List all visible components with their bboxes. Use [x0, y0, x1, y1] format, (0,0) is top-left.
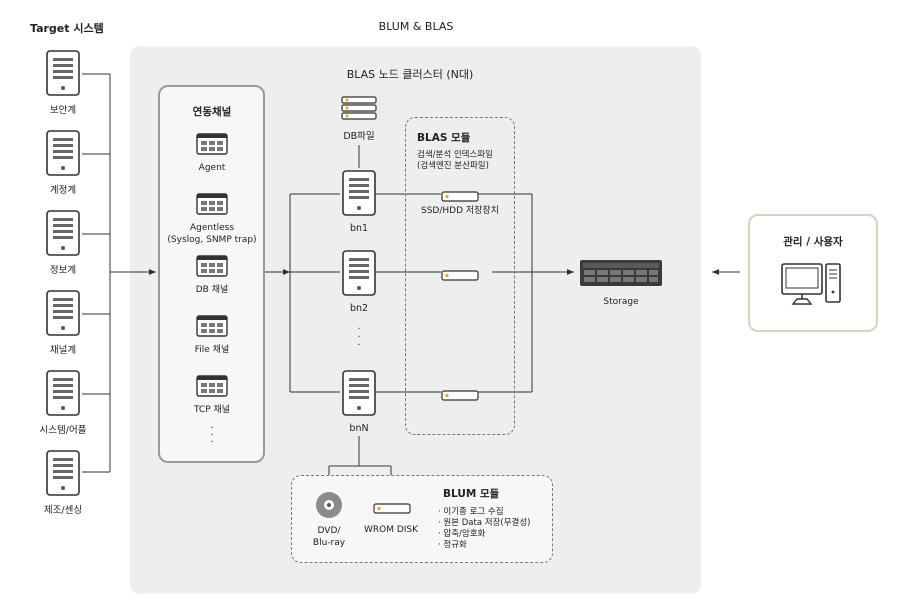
channel-label: Agent: [198, 163, 226, 173]
target-server-icon: [46, 130, 80, 180]
ssd-hdd-disk-icon: [441, 267, 479, 286]
ssd-hdd-disk-icon: [441, 387, 479, 406]
db-file-icon: [341, 96, 377, 124]
node-server-icon: [342, 170, 376, 220]
target-system-label: 보안계: [49, 105, 77, 116]
node-label: bnN: [349, 423, 369, 434]
wrom-disk-label: WROM DISK: [363, 525, 419, 535]
target-system-label: 정보계: [49, 265, 77, 276]
channel-label: File 채널: [194, 345, 230, 355]
node-more-dots: ···: [357, 324, 361, 351]
blum-module-box: [291, 475, 553, 563]
desktop-computer-icon: [780, 262, 844, 312]
blum-feature-item: · 정규화: [438, 540, 467, 550]
ssd-hdd-disk-icon: [441, 188, 479, 207]
dvd-label: DVD/ Blu-ray: [312, 526, 346, 548]
channel-icon: [196, 315, 228, 341]
blas-module-box: [405, 117, 515, 435]
channels-title: 연동채널: [192, 106, 232, 118]
blum-module-title: BLUM 모듈: [443, 488, 500, 500]
storage-icon: [580, 258, 662, 292]
node-label: bn2: [349, 303, 369, 314]
target-system-label: 채널계: [49, 345, 77, 356]
storage-label: Storage: [603, 297, 639, 307]
node-server-icon: [342, 370, 376, 420]
target-server-icon: [46, 50, 80, 100]
wrom-disk-icon: [373, 500, 411, 519]
channel-label: DB 채널: [195, 285, 229, 295]
channel-label: TCP 채널: [193, 405, 231, 415]
node-label: bn1: [349, 223, 369, 234]
blas-module-title: BLAS 모듈: [417, 132, 471, 144]
blum-feature-item: · 이기종 로그 수집: [438, 507, 504, 517]
blas-module-desc-2: (검색엔진 분산파일): [417, 161, 489, 171]
target-system-label: 제조/센싱: [43, 505, 83, 516]
channel-icon: [196, 375, 228, 401]
target-server-icon: [46, 290, 80, 340]
target-server-icon: [46, 370, 80, 420]
node-server-icon: [342, 250, 376, 300]
admin-user-title: 관리 / 사용자: [783, 236, 843, 248]
blas-cluster-title: BLAS 노드 클러스터 (N대): [346, 68, 474, 81]
target-system-label: 계정계: [49, 185, 77, 196]
blum-feature-item: · 압축/암호화: [438, 529, 486, 539]
blas-module-desc-1: 검색/분석 인덱스파일: [417, 150, 493, 160]
channel-more-dots: ···: [210, 423, 214, 448]
channel-icon: [196, 255, 228, 281]
target-system-title: Target 시스템: [30, 22, 104, 35]
db-file-label: DB파일: [343, 131, 375, 142]
dvd-disc-icon: [314, 490, 344, 524]
channel-icon: [196, 193, 228, 219]
target-server-icon: [46, 210, 80, 260]
disk-label: SSD/HDD 저장장치: [421, 206, 499, 216]
blum-blas-title: BLUM & BLAS: [378, 20, 454, 33]
channel-icon: [196, 133, 228, 159]
channel-label: Agentless (Syslog, SNMP trap): [167, 223, 257, 245]
blum-feature-item: · 원본 Data 저장(무결성): [438, 518, 531, 528]
target-server-icon: [46, 450, 80, 500]
target-system-label: 시스템/어플: [39, 425, 87, 436]
